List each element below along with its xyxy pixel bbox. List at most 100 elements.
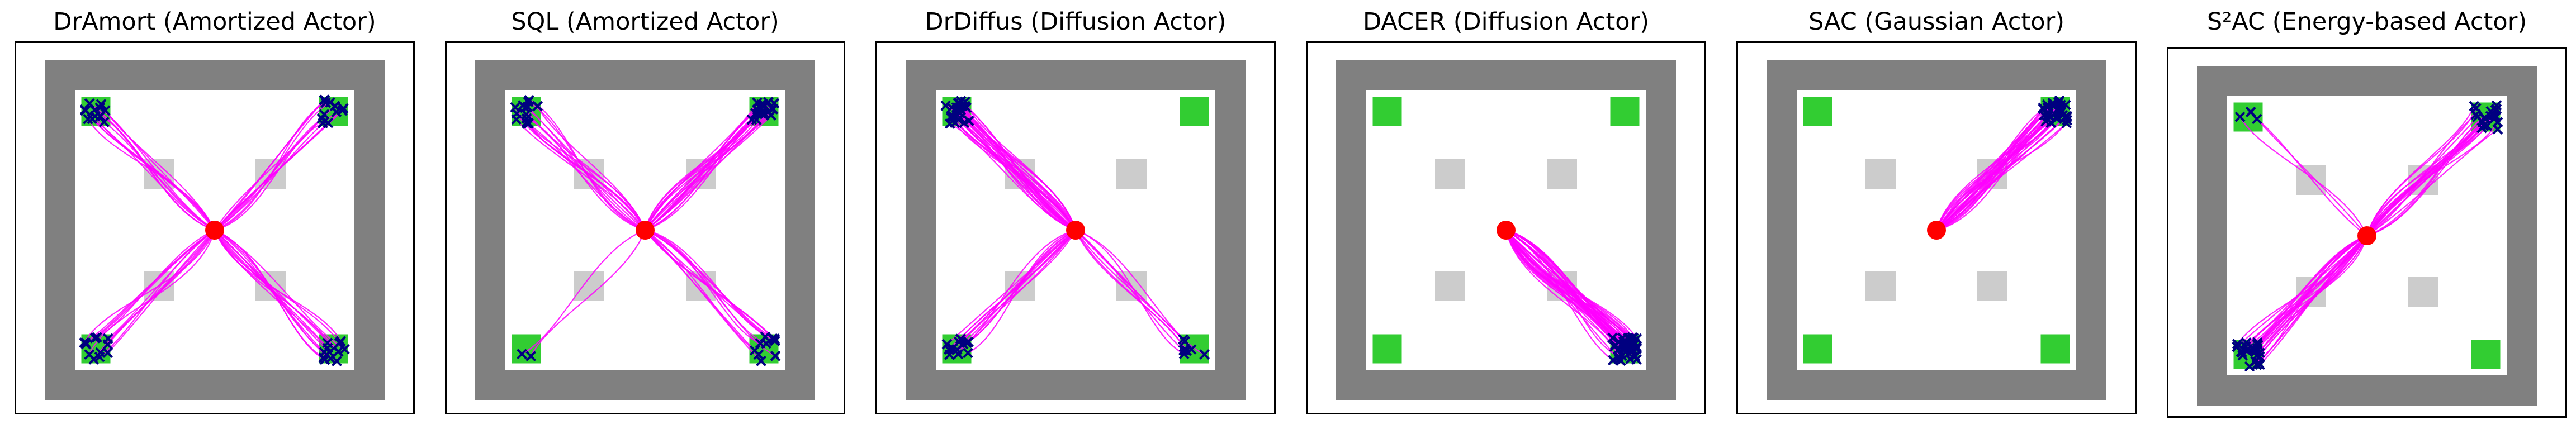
trajectory-end-marker: [2042, 102, 2053, 113]
trajectory: [645, 230, 755, 351]
maze-scene: [2197, 66, 2537, 406]
trajectory-end-marker: [332, 356, 342, 366]
trajectory: [2366, 122, 2498, 236]
maze-scene: [1767, 60, 2106, 400]
trajectory: [214, 99, 325, 231]
trajectory-end-marker: [525, 351, 537, 362]
trajectory: [968, 229, 1076, 354]
trajectory-end-marker: [334, 337, 345, 349]
trajectory: [527, 106, 646, 231]
trajectory: [960, 230, 1076, 340]
trajectory-end-marker: [89, 104, 100, 116]
trajectory-end-marker: [2476, 122, 2488, 134]
start-point: [205, 221, 224, 240]
trajectory-end-marker: [1631, 343, 1642, 354]
trajectory-end-marker: [2061, 118, 2072, 129]
trajectory: [1936, 112, 2049, 231]
trajectory: [1505, 229, 1624, 342]
trajectory: [521, 229, 646, 355]
trajectory-end-marker: [954, 97, 965, 108]
trajectory: [1075, 230, 1185, 351]
trajectory-end-marker: [963, 336, 974, 347]
trajectory: [537, 106, 646, 231]
trajectory: [645, 102, 758, 231]
trajectory-end-marker: [955, 112, 966, 123]
trajectory-end-marker: [1178, 349, 1190, 360]
trajectory: [966, 107, 1076, 231]
trajectory-end-marker: [2251, 359, 2262, 370]
trajectory-end-marker: [79, 337, 90, 348]
start-point: [1497, 221, 1516, 240]
trajectory-end-marker: [2492, 117, 2503, 128]
start-point: [1066, 221, 1085, 240]
panel-dacer: DACER (Diffusion Actor): [1306, 0, 1706, 429]
trajectory-end-marker: [319, 347, 330, 358]
trajectory-end-marker: [2236, 346, 2247, 358]
goal-region: [1803, 334, 1832, 364]
panel-sql: SQL (Amortized Actor): [445, 0, 845, 429]
trajectory: [1936, 107, 2048, 231]
panel-title: S²AC (Energy-based Actor): [2206, 8, 2527, 36]
trajectory-end-marker: [2054, 104, 2065, 115]
trajectory-end-marker: [951, 344, 963, 355]
goal-region: [2471, 340, 2501, 369]
trajectory: [214, 230, 340, 344]
trajectory: [2250, 111, 2367, 236]
panel-title: DrAmort (Amortized Actor): [53, 8, 376, 36]
trajectory-end-marker: [521, 113, 532, 124]
trajectory-end-marker: [102, 347, 113, 359]
trajectory: [96, 229, 215, 338]
trajectory-end-marker: [1617, 350, 1627, 361]
trajectory: [645, 230, 759, 355]
trajectory: [530, 230, 646, 357]
trajectory-end-marker: [98, 117, 110, 127]
trajectory: [2366, 128, 2498, 236]
trajectory: [1505, 230, 1616, 347]
trajectory: [1505, 230, 1619, 350]
trajectory-end-marker: [517, 349, 527, 360]
trajectory: [1505, 229, 1629, 339]
trajectory-end-marker: [94, 102, 106, 113]
panel-sac: SAC (Gaussian Actor): [1736, 0, 2137, 429]
panel-title: DrDiffus (Diffusion Actor): [925, 8, 1227, 36]
trajectory: [2366, 115, 2491, 236]
trajectory-end-marker: [770, 350, 781, 361]
trajectory: [214, 230, 325, 353]
trajectory-end-marker: [1631, 354, 1642, 365]
trajectory-end-marker: [2234, 111, 2246, 122]
trajectory: [959, 102, 1076, 231]
trajectory-end-marker: [1180, 336, 1190, 347]
trajectory: [1505, 230, 1623, 339]
trajectory-end-marker: [1178, 345, 1189, 356]
trajectory-end-marker: [511, 108, 522, 119]
goal-region: [1803, 97, 1832, 126]
panel-title: DACER (Diffusion Actor): [1363, 8, 1649, 36]
panel-drdiffus: DrDiffus (Diffusion Actor): [875, 0, 1276, 429]
trajectory-end-marker: [322, 337, 333, 349]
trajectory: [1075, 230, 1186, 342]
obstacle: [1865, 159, 1896, 189]
trajectory-end-marker: [2252, 337, 2263, 348]
goal-region: [1180, 97, 1209, 126]
trajectory: [1075, 230, 1187, 351]
obstacle: [1865, 271, 1896, 301]
maze-scene: [1336, 60, 1676, 400]
panel-s2ac: S²AC (Energy-based Actor): [2167, 0, 2567, 429]
trajectory: [515, 119, 646, 231]
start-point: [636, 221, 655, 240]
trajectory: [214, 118, 323, 231]
trajectory: [107, 230, 215, 345]
trajectory-end-marker: [524, 94, 534, 106]
trajectory: [87, 118, 216, 231]
trajectory: [99, 230, 215, 358]
trajectory-end-marker: [2491, 100, 2502, 111]
trajectory-end-marker: [941, 339, 953, 350]
goal-region: [512, 334, 541, 364]
obstacle: [1116, 159, 1147, 189]
trajectory: [2256, 235, 2367, 365]
trajectory-end-marker: [749, 345, 760, 356]
trajectory-end-marker: [2472, 111, 2483, 122]
trajectory: [2366, 117, 2485, 236]
trajectory-end-marker: [338, 103, 349, 114]
obstacle: [1435, 159, 1465, 189]
